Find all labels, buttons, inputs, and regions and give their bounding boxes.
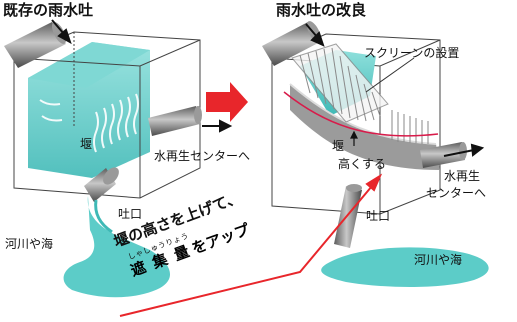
right-river-label: 河川や海 [414, 253, 463, 267]
left-center-pipe [148, 106, 202, 136]
right-screen-mesh [291, 43, 429, 144]
right-to-center-line1: 水再生 [444, 169, 481, 183]
transition-arrow [206, 82, 248, 122]
left-to-center-label: 水再生センターへ [154, 149, 251, 163]
raised-weir-line [283, 91, 439, 137]
right-inflow-arrow [305, 23, 325, 47]
left-panel-title: 既存の雨水吐 [3, 1, 94, 19]
screen-label: スクリーンの設置 [364, 46, 460, 60]
right-weir-label: 堰 [332, 139, 345, 153]
left-outflow-water [63, 196, 171, 298]
right-river [321, 247, 489, 287]
left-outlet-pipe [84, 167, 119, 202]
right-to-center-line2: センターへ [426, 186, 487, 200]
screen-leader [365, 57, 415, 93]
left-inflow-arrow [51, 19, 72, 45]
right-weir [290, 84, 440, 170]
left-center-arrow [202, 119, 233, 133]
left-chamber-frame [13, 31, 201, 199]
left-weir-ripples [39, 93, 139, 153]
right-center-pipe [420, 142, 467, 168]
left-river-label: 河川や海 [5, 237, 54, 251]
left-outlet-label: 吐口 [118, 207, 143, 221]
left-chamber [4, 19, 233, 298]
left-weir-label: 堰 [80, 137, 93, 151]
right-panel-title: 雨水吐の改良 [276, 1, 367, 19]
raise-arrow [350, 130, 358, 146]
right-chamber [262, 21, 489, 287]
right-center-arrow [443, 143, 485, 157]
right-outlet-pipe [334, 184, 362, 248]
raise-label: 高くする [338, 157, 387, 171]
callout-arrow [119, 173, 383, 317]
right-outlet-label: 吐口 [366, 209, 391, 223]
